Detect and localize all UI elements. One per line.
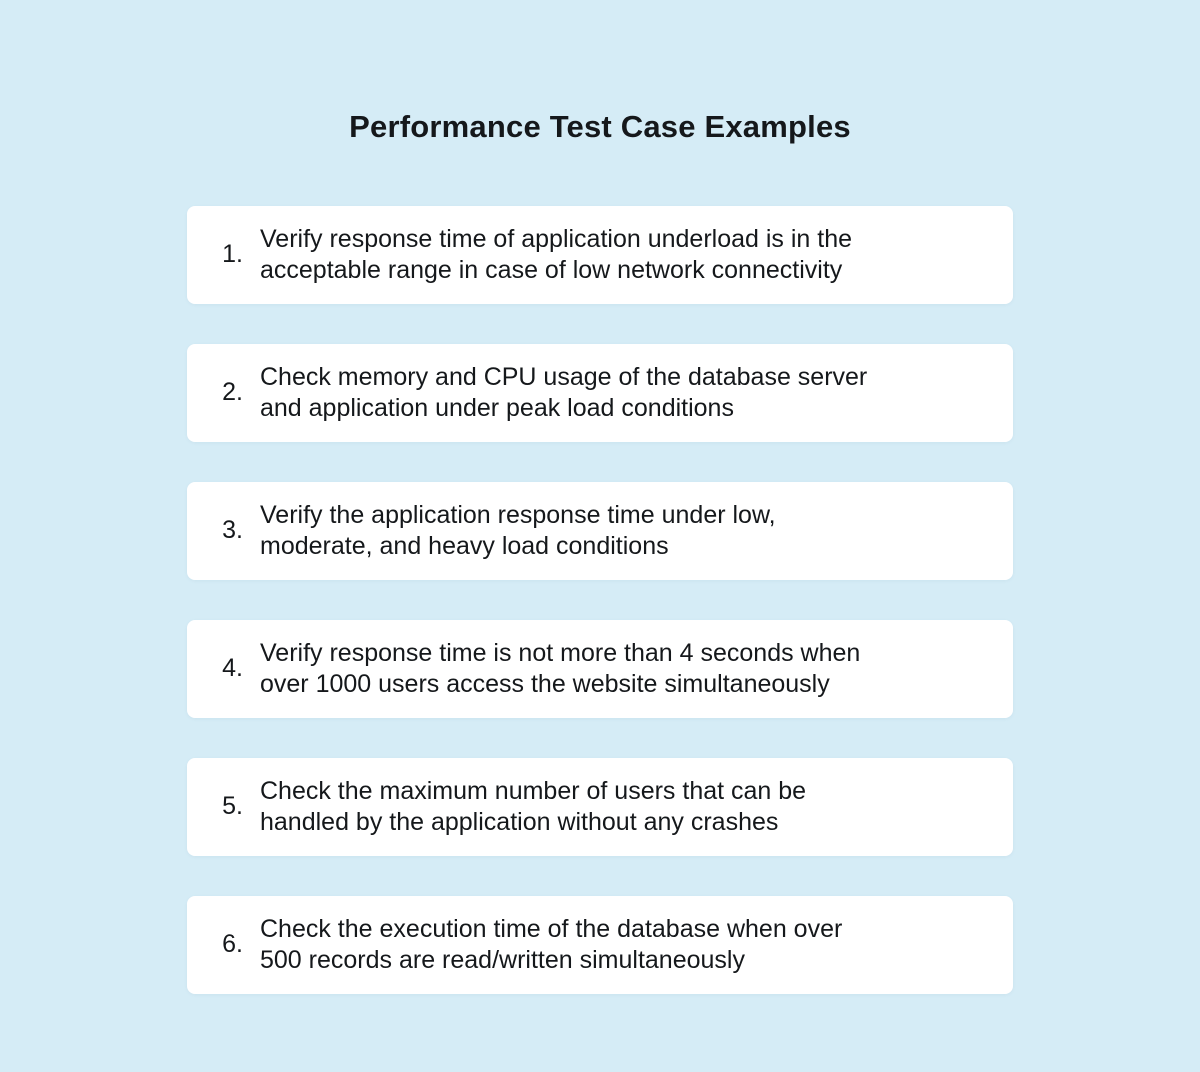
test-case-list: 1. Verify response time of application u… [187, 205, 1013, 994]
test-case-text: Check the maximum number of users that c… [260, 776, 806, 838]
test-case-text-line: Verify response time of application unde… [260, 224, 853, 253]
test-case-text-line: moderate, and heavy load conditions [260, 531, 669, 560]
test-case-text: Verify the application response time und… [260, 500, 776, 562]
page-title: Performance Test Case Examples [349, 108, 851, 144]
test-case-number: 5. [222, 792, 243, 821]
test-case-text-line: and application under peak load conditio… [260, 393, 734, 422]
test-case-text-line: handled by the application without any c… [260, 807, 779, 836]
test-case-number: 1. [222, 240, 243, 269]
test-case-card: 4. Verify response time is not more than… [187, 619, 1013, 718]
test-case-text-line: Check memory and CPU usage of the databa… [260, 362, 868, 391]
test-case-number: 2. [222, 378, 243, 407]
test-case-text-line: Check the execution time of the database… [260, 914, 843, 943]
test-case-card: 2. Check memory and CPU usage of the dat… [187, 343, 1013, 442]
test-case-card: 3. Verify the application response time … [187, 481, 1013, 580]
test-case-text: Verify response time is not more than 4 … [260, 638, 860, 700]
test-case-card: 1. Verify response time of application u… [187, 205, 1013, 304]
test-case-number: 6. [222, 930, 243, 959]
test-case-text-line: over 1000 users access the website simul… [260, 669, 830, 698]
test-case-text-line: acceptable range in case of low network … [260, 255, 843, 284]
test-case-text-line: 500 records are read/written simultaneou… [260, 945, 745, 974]
test-case-text: Verify response time of application unde… [260, 224, 852, 286]
test-case-number: 4. [222, 654, 243, 683]
test-case-text-line: Verify response time is not more than 4 … [260, 638, 861, 667]
test-case-card: 6. Check the execution time of the datab… [187, 895, 1013, 994]
test-case-number: 3. [222, 516, 243, 545]
test-case-text-line: Verify the application response time und… [260, 500, 776, 529]
test-case-text-line: Check the maximum number of users that c… [260, 776, 807, 805]
test-case-text: Check the execution time of the database… [260, 914, 842, 976]
test-case-text: Check memory and CPU usage of the databa… [260, 362, 867, 424]
test-case-card: 5. Check the maximum number of users tha… [187, 757, 1013, 856]
